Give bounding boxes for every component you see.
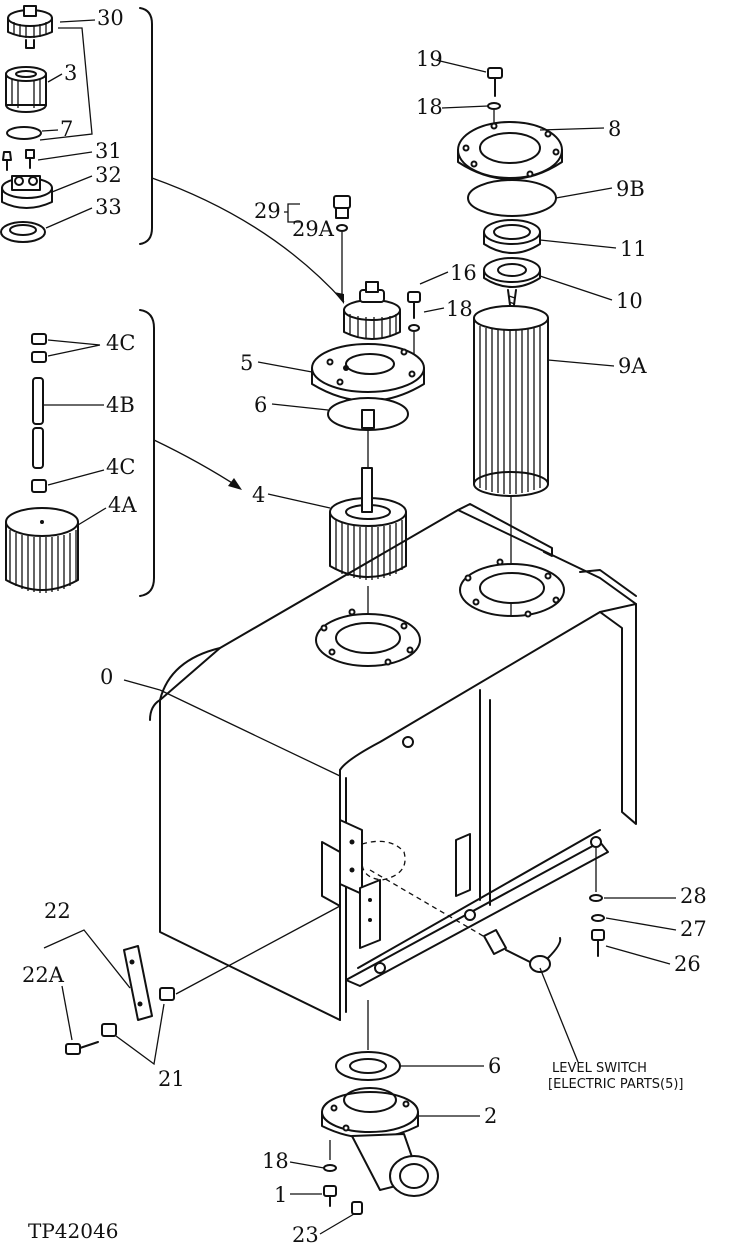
- valve-10: [483, 257, 541, 321]
- label-16: 16: [450, 261, 477, 285]
- cover-5: [311, 343, 425, 402]
- nut-21-upper: [159, 987, 175, 1001]
- label-29: 29: [254, 199, 281, 223]
- label-0: 0: [100, 665, 113, 689]
- arrow-top-inset: [151, 177, 345, 303]
- label-4b: 4B: [106, 393, 135, 417]
- bolt-1: [323, 1185, 337, 1207]
- label-4c-lower: 4C: [106, 455, 135, 479]
- label-6-bottom: 6: [488, 1054, 501, 1078]
- o-ring-29a: [336, 224, 348, 232]
- nut-21-lower: [101, 1023, 117, 1037]
- label-4: 4: [252, 483, 265, 507]
- breather-assembly: [343, 281, 401, 340]
- label-33: 33: [95, 195, 122, 219]
- breather-base-32: [1, 175, 53, 209]
- strainer-element-4a: [5, 507, 79, 593]
- label-4a: 4A: [108, 493, 137, 517]
- label-2: 2: [484, 1104, 497, 1128]
- label-22a: 22A: [22, 963, 65, 987]
- label-21: 21: [158, 1067, 185, 1091]
- washer-27: [591, 914, 605, 922]
- label-9a: 9A: [618, 354, 647, 378]
- suction-strainer-4: [329, 467, 407, 580]
- label-30: 30: [97, 6, 124, 30]
- washer-18-bottom: [323, 1164, 337, 1172]
- o-ring-7: [6, 126, 42, 140]
- arrow-mid-inset: [153, 439, 241, 489]
- breather-cap-30: [7, 5, 53, 49]
- plug-23: [351, 1201, 363, 1215]
- bolt-22a: [65, 1041, 99, 1055]
- leader-30: [39, 19, 96, 141]
- clamp-22: [123, 945, 153, 1021]
- label-8: 8: [608, 117, 621, 141]
- label-6-top: 6: [254, 393, 267, 417]
- label-7: 7: [60, 117, 73, 141]
- bolt-26: [591, 929, 605, 957]
- label-3: 3: [64, 61, 77, 85]
- spring-seat-11: [483, 219, 541, 254]
- gasket-6-top: [327, 397, 409, 431]
- level-switch: [483, 929, 562, 973]
- level-switch-label-line2: [ELECTRIC PARTS(5)]: [548, 1077, 684, 1092]
- rod-4b-lower: [32, 427, 44, 469]
- label-26: 26: [674, 952, 701, 976]
- screws-31: [2, 149, 35, 171]
- label-18-top: 18: [416, 95, 443, 119]
- plug-29: [333, 195, 351, 219]
- washer-18-mid: [408, 324, 420, 332]
- hydraulic-tank-0: [149, 503, 637, 1021]
- label-5: 5: [240, 351, 253, 375]
- level-switch-label-line1: LEVEL SWITCH: [552, 1061, 647, 1076]
- seal-ring-33: [0, 221, 46, 243]
- bolt-19: [487, 67, 503, 97]
- figure-id: TP42046: [28, 1219, 118, 1243]
- label-23: 23: [292, 1223, 319, 1247]
- bracket-top-left: [139, 7, 153, 245]
- label-31: 31: [95, 139, 122, 163]
- rod-4b-upper: [32, 377, 44, 425]
- label-32: 32: [95, 163, 122, 187]
- gasket-6-bottom: [335, 1051, 401, 1081]
- label-22: 22: [44, 899, 71, 923]
- nut-4c-upper: [31, 333, 47, 363]
- label-9b: 9B: [616, 177, 645, 201]
- washer-28: [589, 894, 603, 902]
- suction-elbow-2: [321, 1087, 439, 1197]
- washer-18-top: [487, 102, 501, 110]
- gasket-9b: [467, 179, 557, 217]
- return-filter-element-9a: [473, 305, 549, 497]
- label-11: 11: [620, 237, 647, 261]
- nut-4c-lower: [31, 479, 47, 493]
- label-4c-upper: 4C: [106, 331, 135, 355]
- label-27: 27: [680, 917, 707, 941]
- label-1: 1: [274, 1183, 287, 1207]
- label-29a: 29A: [292, 217, 335, 241]
- filter-element-3: [5, 66, 47, 113]
- label-19: 19: [416, 47, 443, 71]
- label-28: 28: [680, 884, 707, 908]
- label-10: 10: [616, 289, 643, 313]
- label-18-mid: 18: [446, 297, 473, 321]
- bolt-16: [407, 291, 421, 319]
- bracket-mid-left: [139, 309, 155, 597]
- label-18-bottom: 18: [262, 1149, 289, 1173]
- cover-plate-8: [457, 121, 563, 180]
